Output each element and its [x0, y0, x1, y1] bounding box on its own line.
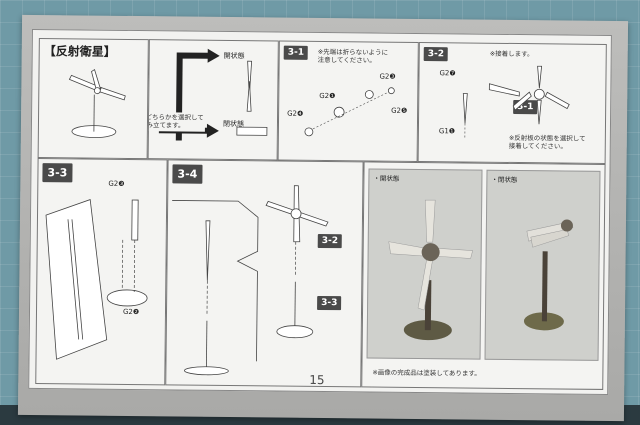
open-state-label: 開状態	[223, 51, 245, 61]
instruction-sheet: 【反射衛星】	[17, 14, 629, 422]
panel-step-3-2: 3-2 ※接着します。 G2❼ G1❶ 3-1 ※反射板の状態を選択して 接着し…	[417, 41, 607, 164]
page-number: 15	[309, 372, 325, 388]
manual-page: 【反射衛星】	[28, 28, 612, 395]
step-3-2-drawing	[462, 65, 570, 139]
paint-caption: ※画像の完成品は塗装してあります。	[372, 368, 481, 378]
panel-finished-photos: ・開状態 ・閉状態	[361, 161, 606, 390]
closed-satellite-photo	[523, 219, 574, 331]
choice-arrows	[158, 48, 268, 141]
panel-overview: 【反射衛星】	[37, 38, 149, 160]
step-3-4-drawing	[172, 185, 329, 376]
panel-step-3-4: 3-4 3-2 3-3	[165, 159, 364, 388]
panel-step-3-1: 3-1 ※先端は折らないように 注意してください。 G2❸ G2❹ G2❶ G2…	[277, 40, 419, 162]
panel-step-3-3: 3-3 G2❸ G2❷	[35, 158, 168, 386]
panel-state-choice: 開状態 閉状態 ※どちらかを選択して 組み立てます。	[147, 39, 279, 161]
photo-closed-state: ・閉状態	[484, 169, 601, 361]
photo-open-state: ・開状態	[366, 168, 483, 360]
closed-state-label: 閉状態	[222, 119, 245, 129]
step-3-1-drawing	[304, 87, 395, 137]
open-satellite-photo	[388, 199, 473, 341]
step-3-3-drawing	[45, 199, 148, 360]
satellite-overview-drawing	[68, 68, 126, 139]
select-note: ※どちらかを選択して 組み立てます。	[147, 112, 205, 132]
